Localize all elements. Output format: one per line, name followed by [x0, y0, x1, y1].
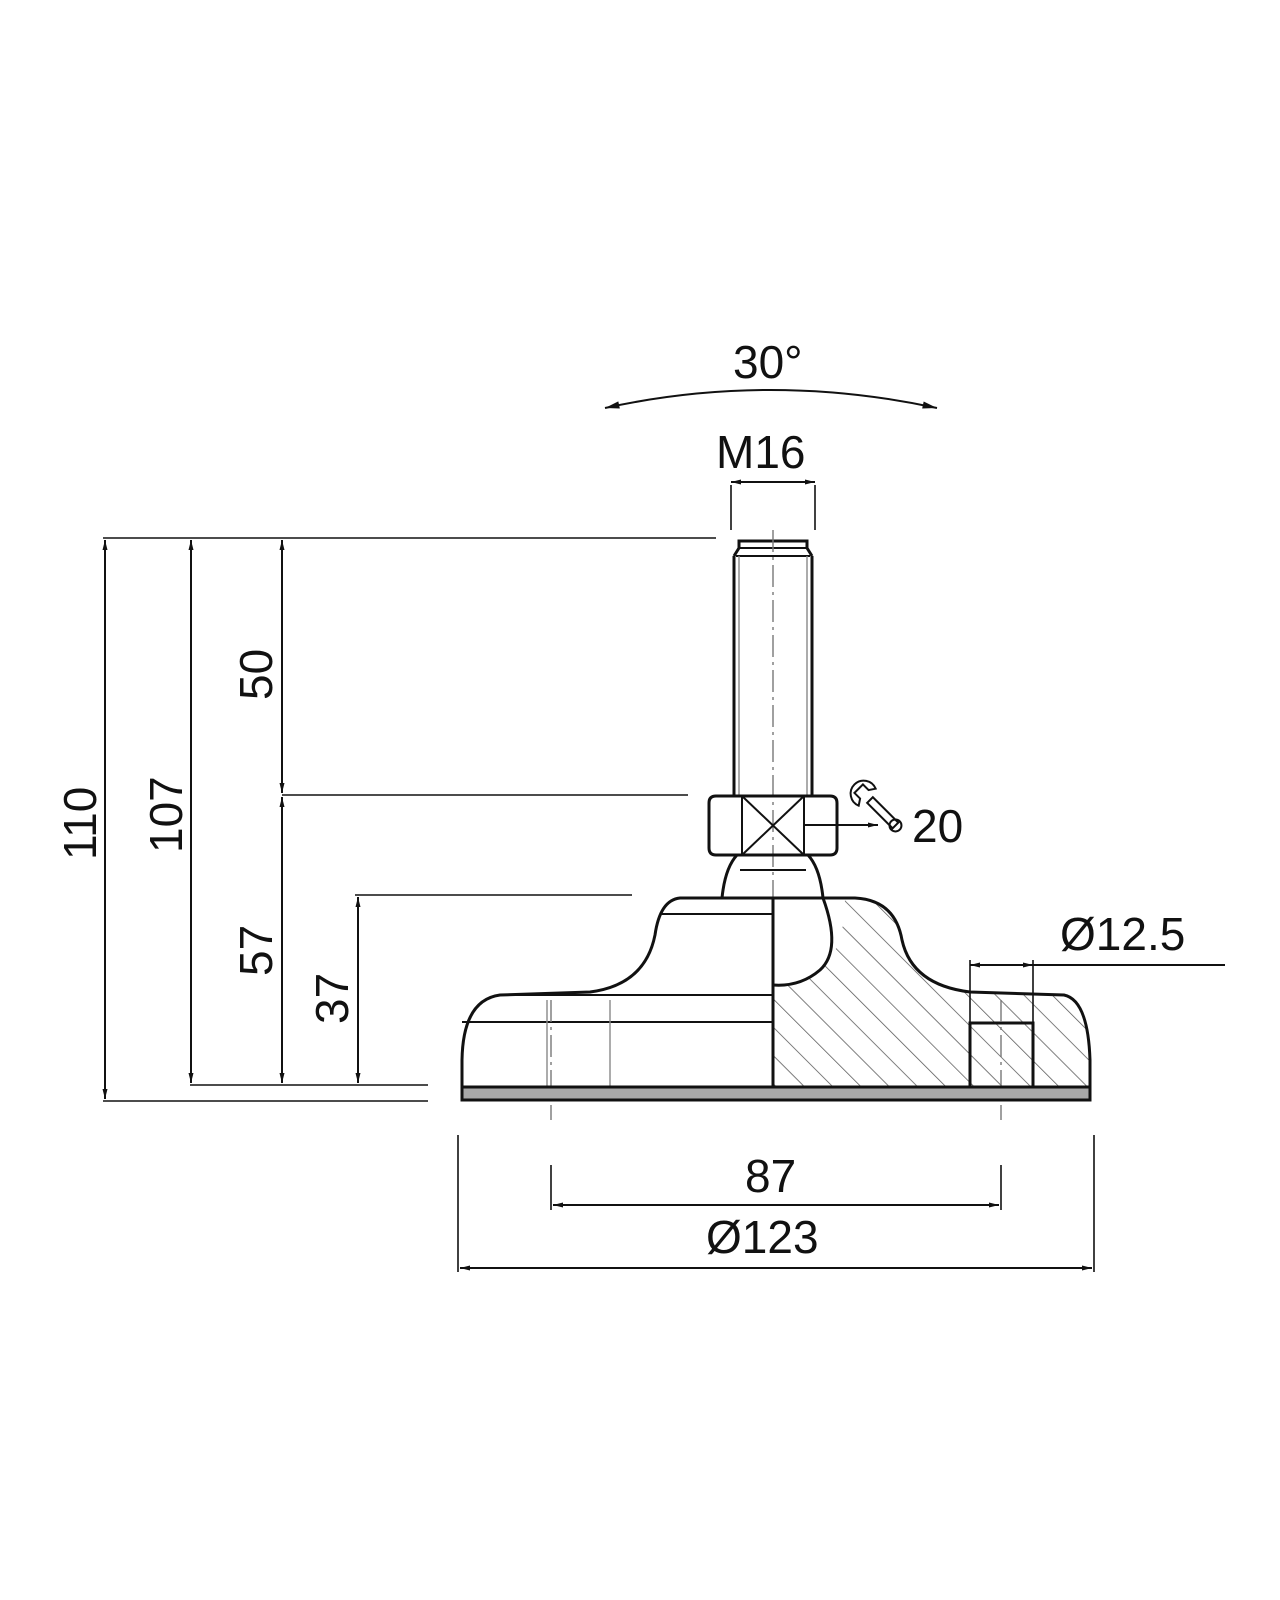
base-height-label: 37	[306, 973, 358, 1024]
wrench-size-label: 20	[912, 800, 963, 852]
section-view	[772, 897, 1090, 1089]
base-diameter-label: Ø123	[706, 1211, 819, 1263]
thread-dimension: M16	[716, 426, 816, 530]
height-total-label: 110	[54, 787, 106, 860]
hole-spacing-label: 87	[745, 1150, 796, 1202]
hole-diameter-dimension: Ø12.5	[969, 908, 1225, 1023]
ball-joint	[720, 853, 825, 899]
thread-label: M16	[716, 426, 805, 478]
angle-label: 30°	[733, 336, 803, 388]
thread-length-label: 50	[230, 649, 282, 700]
base-pad	[460, 1085, 1092, 1102]
wrench-annotation: 20	[804, 779, 963, 852]
hole-diameter-label: Ø12.5	[1060, 908, 1185, 960]
angle-dimension: 30°	[604, 336, 938, 409]
horizontal-dimensions: 87 Ø123	[457, 1135, 1095, 1272]
height-nut-label: 57	[230, 925, 282, 976]
height-thread-top-label: 107	[140, 776, 192, 853]
vertical-dimensions: 110 107 50 57 37	[54, 537, 716, 1102]
wrench-icon	[849, 779, 903, 833]
